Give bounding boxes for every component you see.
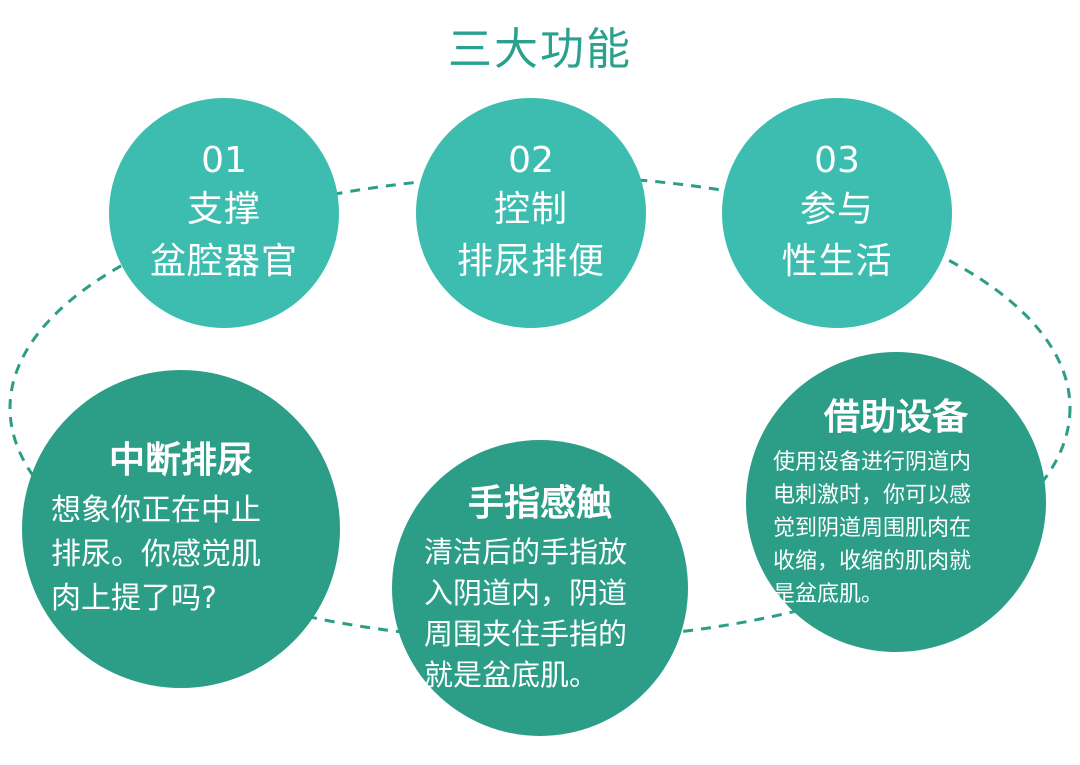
function-label: 控制	[493, 189, 568, 230]
method-text-line: 清洁后的手指放	[424, 535, 628, 569]
function-label: 性生活	[781, 241, 893, 282]
method-circle-finger-touch: 手指感触 清洁后的手指放 入阴道内，阴道 周围夹住手指的 就是盆底肌。	[392, 440, 688, 736]
function-label: 排尿排便	[456, 241, 605, 282]
function-circle-support: 01 支撑 盆腔器官	[109, 98, 339, 328]
method-description: 清洁后的手指放 入阴道内，阴道 周围夹住手指的 就是盆底肌。	[424, 532, 656, 696]
function-circle-sexual-life: 03 参与 性生活	[722, 98, 952, 328]
method-circle-interrupt-urination: 中断排尿 想象你正在中止 排尿。你感觉肌 肉上提了吗?	[22, 370, 340, 688]
method-description: 使用设备进行阴道内 电刺激时，你可以感 觉到阴道周围肌肉在 收缩，收缩的肌肉就 …	[773, 446, 1019, 611]
function-number: 03	[814, 140, 860, 181]
function-number: 02	[508, 140, 554, 181]
method-text-line: 收缩，收缩的肌肉就	[773, 548, 972, 574]
method-heading: 手指感触	[467, 483, 612, 524]
function-label: 参与	[799, 189, 874, 230]
method-text-line: 入阴道内，阴道	[424, 576, 628, 610]
function-number: 01	[201, 140, 247, 181]
function-label: 盆腔器官	[149, 241, 298, 282]
method-text-line: 就是盆底肌。	[424, 658, 599, 692]
method-text-line: 周围夹住手指的	[424, 617, 628, 651]
method-circle-device-aid: 借助设备 使用设备进行阴道内 电刺激时，你可以感 觉到阴道周围肌肉在 收缩，收缩…	[746, 352, 1046, 652]
method-text-line: 使用设备进行阴道内	[773, 449, 972, 475]
method-text-line: 肉上提了吗?	[51, 581, 217, 616]
method-text-line: 是盆底肌。	[773, 581, 884, 607]
method-heading: 中断排尿	[108, 440, 253, 481]
function-label: 支撑	[186, 189, 261, 230]
function-circle-control: 02 控制 排尿排便	[416, 98, 646, 328]
method-description: 想象你正在中止 排尿。你感觉肌 肉上提了吗?	[51, 489, 311, 621]
method-text-line: 排尿。你感觉肌	[51, 537, 261, 572]
method-text-line: 想象你正在中止	[51, 493, 261, 528]
page-title: 三大功能	[448, 24, 632, 75]
method-heading: 借助设备	[823, 396, 968, 438]
method-text-line: 电刺激时，你可以感	[773, 482, 972, 508]
method-text-line: 觉到阴道周围肌肉在	[773, 515, 972, 541]
